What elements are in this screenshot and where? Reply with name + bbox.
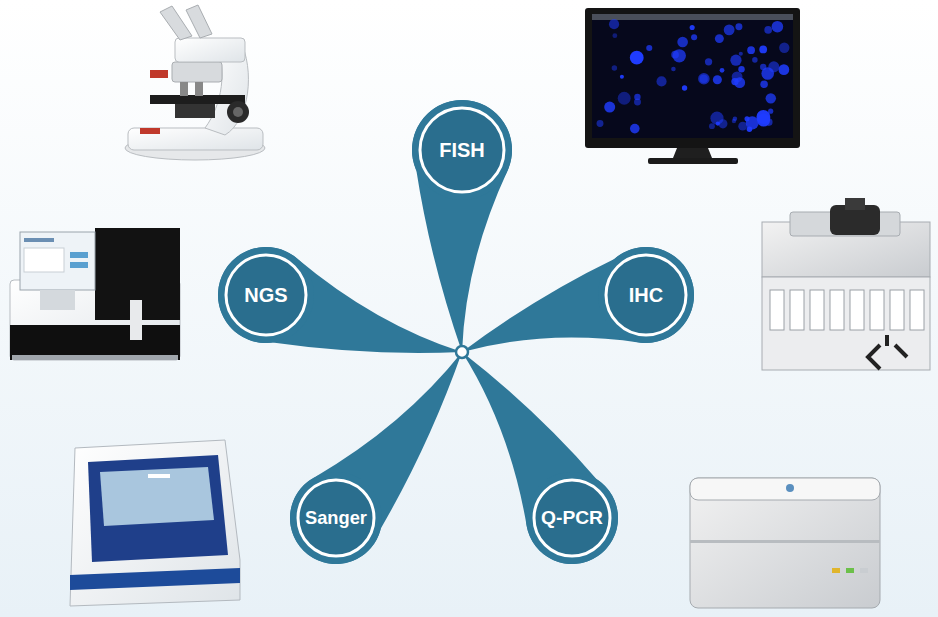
hub-dot [456,346,468,358]
screen-cell [609,19,619,29]
screen-cell [779,43,789,53]
screen-cell [710,112,723,125]
screen-cell [768,61,779,72]
sequencer-illustration [10,228,180,360]
pin-disk [526,472,618,564]
pin-ring [420,108,504,192]
pin-label-box: Sanger [290,472,382,564]
pin-ring [606,255,686,335]
screen-cell [732,119,736,123]
screen-cell [705,58,712,65]
screen-cell [612,65,618,71]
pin-disk [290,472,382,564]
screen-cell [620,75,624,79]
screen-cell [724,24,735,35]
pin-label-box: NGS [218,247,314,343]
pin-label-box: IHC [598,247,694,343]
screen-cell [597,120,604,127]
monitor-illustration [585,8,800,164]
pin-node: IHC [598,247,694,343]
screen-cell [738,66,744,72]
pin-node: NGS [218,247,314,343]
pin-tails [218,100,694,564]
screen-cell [698,73,710,85]
screen-cell [732,71,743,82]
screen-cell [690,25,695,30]
qpcr-instrument-illustration [690,478,880,608]
sanger-instrument-illustration [70,440,240,606]
screen-cell [612,33,617,38]
screen-cell [630,51,644,65]
screen-cell [764,26,772,34]
screen-cell [766,93,776,103]
pin-text: FISH [439,139,485,162]
screen-cell [779,64,790,75]
screen-cell [618,92,631,105]
pin-text: IHC [629,284,663,307]
pin-disk [598,247,694,343]
screen-cell [646,45,652,51]
pin-text: Sanger [305,507,367,529]
pin-ring [534,480,610,556]
pin-node: Q-PCR [526,472,618,564]
pin-tail [218,247,462,353]
screen-cell [713,75,722,84]
screen-cell [752,57,758,63]
pin-tail [412,100,512,352]
screen-cell [715,34,724,43]
screen-cell [709,123,715,129]
pin-node: FISH [412,100,512,200]
screen-cell [720,68,725,73]
screen-cell [747,126,753,132]
pin-node: Sanger [290,472,382,564]
pin-tail [290,352,462,564]
screen-cell [730,55,741,66]
screen-cell [634,94,640,100]
pin-label-box: Q-PCR [526,472,618,564]
pin-ring [298,480,374,556]
pin-label-box: FISH [412,100,512,200]
screen-cell [671,51,679,59]
pin-text: NGS [244,284,287,307]
pin-disk [218,247,314,343]
pin-disk [412,100,512,200]
screen-cell [739,52,743,56]
pin-tail [462,247,694,352]
screen-cell [671,67,676,72]
screen-cell [747,46,755,54]
microscope-illustration [125,5,265,160]
screen-cell [759,46,767,54]
screen-cell [772,21,784,33]
screen-cell [630,124,640,134]
stainer-illustration [762,198,930,370]
screen-cell [682,85,687,90]
pin-text: Q-PCR [541,507,603,529]
screen-cell [604,102,615,113]
pin-ring [226,255,306,335]
screen-cell [691,34,697,40]
screen-cell [760,64,766,70]
screen-cell [735,23,742,30]
screen-cell [760,81,768,89]
screen-cell [656,76,666,86]
screen-cell [677,37,688,48]
pin-tail [462,352,618,564]
